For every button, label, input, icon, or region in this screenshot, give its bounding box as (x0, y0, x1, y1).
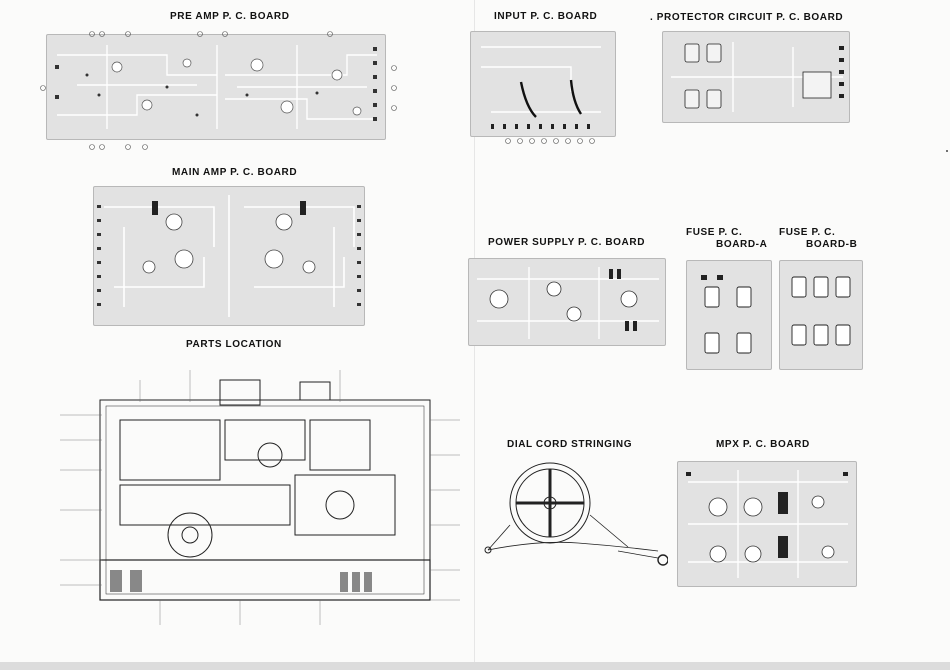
fuse-board-b-title-line2: BOARD-B (806, 239, 857, 250)
pre-amp-board-title: PRE AMP P. C. BOARD (170, 11, 290, 22)
mpx-board-title: MPX P. C. BOARD (716, 439, 810, 450)
fuse-board-a-title-line1: FUSE P. C. (686, 227, 742, 238)
power-supply-pc-board (468, 258, 666, 346)
fuse-board-a-art (687, 261, 771, 369)
main-amp-board-art (94, 187, 364, 325)
fuse-board-b-art (780, 261, 862, 369)
input-board-art (471, 32, 615, 136)
edge-mark (946, 150, 948, 152)
input-board-callouts (500, 136, 610, 146)
parts-location-drawing (40, 360, 470, 640)
power-supply-board-art (469, 259, 665, 345)
mpx-pc-board (677, 461, 857, 587)
protector-circuit-pc-board (662, 31, 850, 123)
mpx-board-art (678, 462, 856, 586)
main-amp-pc-board (93, 186, 365, 326)
parts-location-title: PARTS LOCATION (186, 339, 282, 350)
protector-board-title: . PROTECTOR CIRCUIT P. C. BOARD (650, 12, 843, 23)
dial-cord-title: DIAL CORD STRINGING (507, 439, 632, 450)
input-board-title: INPUT P. C. BOARD (494, 11, 597, 22)
pre-amp-callouts (40, 28, 400, 153)
main-amp-board-title: MAIN AMP P. C. BOARD (172, 167, 297, 178)
input-pc-board (470, 31, 616, 137)
fuse-board-b-title-line1: FUSE P. C. (779, 227, 835, 238)
fuse-board-a-title-line2: BOARD-A (716, 239, 767, 250)
sheet-bottom-edge (0, 662, 950, 670)
power-supply-board-title: POWER SUPPLY P. C. BOARD (488, 237, 645, 248)
dial-cord-drawing (478, 455, 668, 575)
fuse-pc-board-a (686, 260, 772, 370)
fuse-pc-board-b (779, 260, 863, 370)
protector-board-art (663, 32, 849, 122)
